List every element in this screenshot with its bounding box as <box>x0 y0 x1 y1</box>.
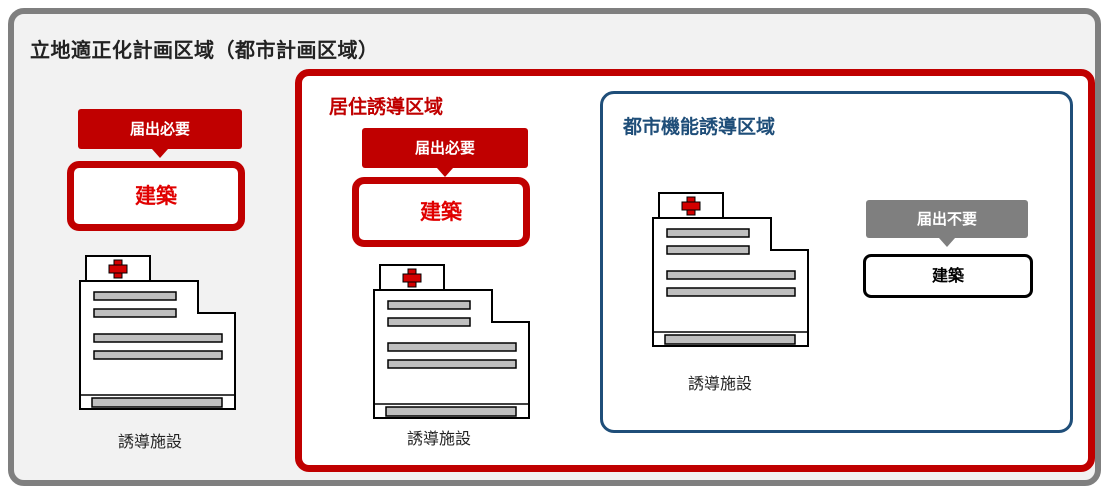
construction-box-right: 建築 <box>863 254 1033 298</box>
hospital-building-icon <box>79 255 236 410</box>
location-optimization-area-title: 立地適正化計画区域（都市計画区域） <box>30 38 379 62</box>
facility-label-right: 誘導施設 <box>688 374 753 393</box>
notification-required-callout-middle: 届出必要 <box>362 128 528 177</box>
notification-required-callout-left: 届出必要 <box>78 109 242 158</box>
urban-function-induction-area-title: 都市機能誘導区域 <box>623 116 776 138</box>
hospital-building-icon <box>652 192 809 347</box>
construction-box-left: 建築 <box>67 161 245 231</box>
facility-label-middle: 誘導施設 <box>407 429 472 448</box>
hospital-building-icon <box>373 264 530 419</box>
facility-label-left: 誘導施設 <box>118 432 183 451</box>
construction-box-middle: 建築 <box>352 177 530 247</box>
notification-not-required-callout: 届出不要 <box>866 200 1028 247</box>
residential-induction-area-title: 居住誘導区域 <box>329 96 444 118</box>
